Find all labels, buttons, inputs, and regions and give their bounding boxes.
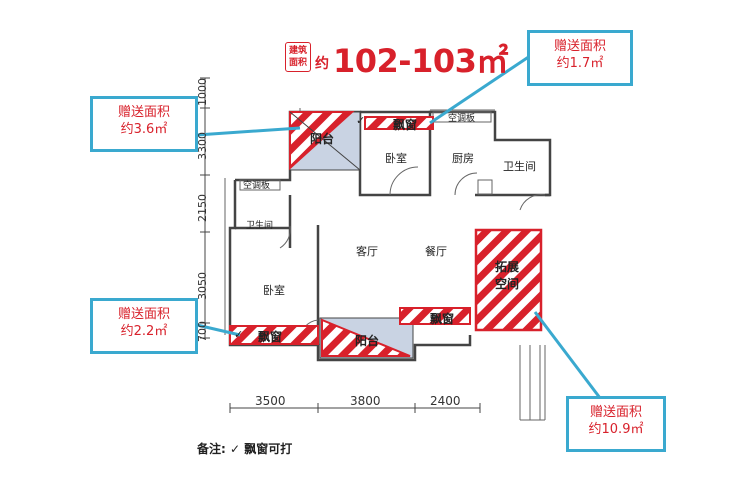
label-expand-2: 空间 [495, 277, 520, 291]
dim-v-3300: 3300 [196, 132, 209, 160]
check-bay-left: ✓ [234, 328, 244, 341]
label-ac-board-left: 空调板 [243, 181, 271, 191]
dim-h-3500: 3500 [255, 394, 286, 408]
note-text: 备注: ✓ 飘窗可打 [197, 442, 293, 456]
bay-window-top-hatch [364, 116, 434, 130]
door-arcs [279, 166, 546, 341]
dimension-line-bottom [229, 403, 481, 413]
label-living: 客厅 [356, 245, 378, 258]
label-balcony-top: 阳台 [310, 132, 335, 146]
label-bathroom-right: 卫生间 [503, 160, 536, 173]
total-area: 102-103㎡ [333, 42, 508, 80]
dim-v-3050: 3050 [196, 272, 209, 300]
label-balcony-bottom: 阳台 [355, 334, 380, 348]
label-ac-board-top: 空调板 [448, 114, 476, 124]
label-bay-window-left: 飘窗 [258, 330, 283, 344]
expand-space-hatch [474, 228, 543, 332]
label-bathroom-left: 卫生间 [246, 221, 274, 231]
callout-pointers [196, 54, 602, 399]
dimension-line-left [200, 77, 210, 339]
callout-bay-top: 赠送面积 约1.7㎡ [527, 30, 633, 86]
callout-expand: 赠送面积 约10.9㎡ [566, 396, 666, 452]
check-bay-top: ✓ [356, 114, 366, 127]
dim-v-700: 700 [196, 321, 209, 342]
area-prefix: 约 [315, 56, 329, 72]
label-bay-window-bottom: 飘窗 [430, 312, 455, 326]
bay-window-left-hatch [229, 325, 319, 345]
balcony-bottom-hatch [321, 318, 411, 357]
label-dining: 餐厅 [425, 245, 447, 258]
dim-v-2150: 2150 [196, 194, 209, 222]
balcony-top-hatch [289, 111, 355, 171]
bay-window-bottom-hatch [399, 307, 471, 325]
label-bedroom-top: 卧室 [385, 152, 407, 165]
callout-bay-left: 赠送面积 约2.2㎡ [90, 298, 198, 354]
building-area-badge: 建筑 面积 [285, 42, 311, 72]
dim-v-1000: 1000 [196, 78, 209, 106]
label-kitchen: 厨房 [452, 152, 474, 165]
label-bay-window-top: 飘窗 [393, 118, 418, 132]
wall-thin [224, 108, 546, 421]
callout-balcony-top: 赠送面积 约3.6㎡ [90, 96, 198, 152]
label-bedroom-left: 卧室 [263, 284, 285, 297]
dim-h-2400: 2400 [430, 394, 461, 408]
label-expand-1: 拓展 [495, 260, 520, 274]
dim-h-3800: 3800 [350, 394, 381, 408]
